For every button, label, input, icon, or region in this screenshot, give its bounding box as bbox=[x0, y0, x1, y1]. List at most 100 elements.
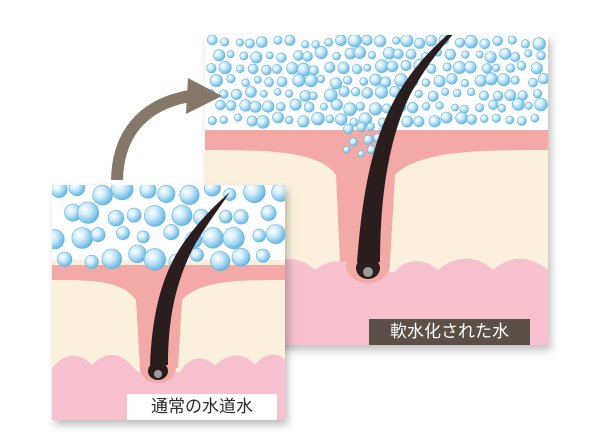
water-bubble bbox=[301, 40, 310, 49]
water-bubble bbox=[293, 50, 304, 61]
water-bubble bbox=[128, 244, 147, 264]
water-bubble bbox=[276, 101, 286, 112]
water-bubble bbox=[359, 77, 369, 86]
water-bubble bbox=[329, 77, 342, 90]
water-bubble bbox=[446, 73, 458, 85]
water-bubble bbox=[342, 145, 351, 154]
water-bubble bbox=[451, 103, 459, 112]
water-bubble bbox=[171, 205, 193, 226]
water-bubble bbox=[484, 51, 497, 64]
water-bubble bbox=[507, 35, 517, 45]
water-bubble bbox=[276, 52, 287, 63]
water-bubble bbox=[426, 63, 437, 74]
water-bubble bbox=[505, 63, 516, 73]
tap-water-label: 通常の水道水 bbox=[127, 394, 277, 420]
water-bubble bbox=[481, 63, 493, 74]
water-bubble bbox=[92, 185, 113, 206]
water-bubble bbox=[347, 35, 362, 48]
water-bubble bbox=[233, 209, 249, 225]
water-bubble bbox=[71, 227, 94, 249]
water-bubble bbox=[367, 51, 376, 60]
water-bubble bbox=[57, 251, 73, 267]
water-bubble bbox=[366, 122, 375, 131]
water-bubble bbox=[210, 251, 231, 272]
water-bubble bbox=[440, 111, 453, 124]
water-bubble bbox=[350, 86, 361, 97]
water-bubble bbox=[219, 89, 229, 99]
water-bubble bbox=[308, 65, 319, 76]
water-bubble bbox=[524, 49, 533, 58]
water-bubble bbox=[337, 61, 350, 75]
water-bubble bbox=[442, 62, 452, 72]
water-bubble bbox=[289, 98, 302, 111]
water-bubble bbox=[369, 73, 382, 87]
water-bubble bbox=[284, 35, 296, 46]
water-bubble bbox=[272, 111, 284, 124]
water-bubble bbox=[343, 102, 357, 116]
water-bubble bbox=[250, 51, 263, 64]
water-bubble bbox=[414, 90, 423, 99]
water-bubble bbox=[239, 51, 249, 61]
water-bubble bbox=[463, 60, 477, 74]
water-bubble bbox=[361, 87, 373, 99]
water-bubble bbox=[223, 188, 237, 202]
water-bubble bbox=[441, 87, 450, 96]
water-bubble bbox=[532, 37, 546, 51]
water-bubble bbox=[505, 115, 515, 125]
water-bubble bbox=[534, 97, 548, 112]
water-bubble bbox=[361, 35, 373, 46]
water-bubble bbox=[452, 60, 466, 74]
water-bubble bbox=[225, 100, 237, 111]
water-bubble bbox=[460, 78, 470, 88]
water-bubble bbox=[84, 254, 99, 269]
water-bubble bbox=[247, 63, 259, 75]
water-bubble bbox=[260, 205, 277, 221]
water-bubble bbox=[249, 100, 262, 113]
water-bubble bbox=[297, 115, 310, 128]
water-bubble bbox=[524, 102, 533, 110]
water-bubble bbox=[510, 75, 520, 85]
water-bubble bbox=[190, 247, 204, 262]
water-bubble bbox=[413, 116, 425, 128]
water-bubble bbox=[488, 99, 499, 110]
water-bubble bbox=[260, 90, 268, 98]
water-bubble bbox=[323, 88, 338, 103]
water-bubble bbox=[356, 122, 367, 132]
water-bubble bbox=[286, 61, 299, 75]
water-bubble bbox=[484, 72, 498, 86]
water-bubble bbox=[52, 229, 65, 250]
water-bubble bbox=[532, 88, 543, 99]
water-bubble bbox=[363, 63, 372, 72]
water-bubble bbox=[320, 102, 328, 111]
water-bubble bbox=[349, 137, 358, 147]
water-bubble bbox=[374, 85, 389, 99]
water-bubble bbox=[461, 50, 470, 59]
water-bubble bbox=[139, 185, 157, 199]
water-bubble bbox=[126, 207, 142, 223]
water-bubble bbox=[255, 248, 270, 263]
water-bubble bbox=[252, 228, 266, 243]
water-bubble bbox=[330, 98, 343, 111]
water-bubble bbox=[273, 88, 282, 96]
water-bubble bbox=[209, 74, 223, 88]
tap-water-panel bbox=[52, 185, 285, 420]
water-bubble bbox=[479, 38, 491, 50]
water-bubble bbox=[338, 86, 350, 98]
water-bubble bbox=[235, 64, 245, 74]
water-bubble bbox=[427, 90, 439, 102]
water-bubble bbox=[435, 101, 444, 110]
water-bubble bbox=[492, 35, 503, 46]
water-bubble bbox=[243, 185, 266, 203]
softened-water-panel bbox=[205, 35, 548, 345]
water-bubble bbox=[464, 35, 478, 49]
water-bubble bbox=[202, 227, 224, 249]
water-bubble bbox=[101, 248, 123, 270]
water-bubble bbox=[422, 102, 431, 111]
water-bubble bbox=[246, 115, 258, 127]
softened-water-bubbles bbox=[205, 35, 548, 158]
water-bubble bbox=[335, 113, 348, 126]
water-bubble bbox=[467, 87, 476, 96]
water-bubble bbox=[245, 86, 257, 98]
water-bubble bbox=[374, 35, 387, 48]
water-bubble bbox=[284, 89, 294, 98]
